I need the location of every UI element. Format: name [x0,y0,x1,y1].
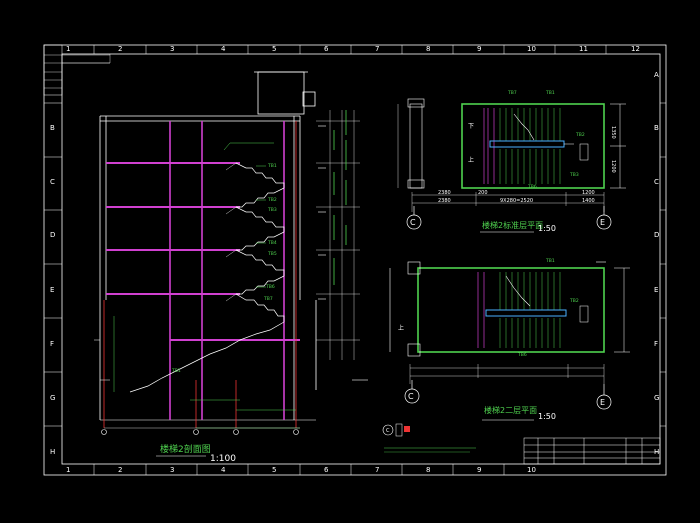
dim-label: 2380 [438,198,451,204]
row-label: F [50,340,54,348]
axis-bubble-label: E [600,398,605,407]
flight-tag: TB7 [263,296,273,302]
sheet-frame [43,44,667,476]
col-label: 8 [426,45,430,53]
row-label: E [50,286,54,294]
dim-label: 9X280=2520 [500,198,533,204]
dim-side: 1350 [610,126,616,139]
title-block [523,437,661,465]
row-label: H [50,448,55,456]
dim-label: 1400 [582,198,595,204]
col-label: 10 [527,45,536,53]
axis-bubble-label: E [600,218,605,227]
dim-label: 200 [478,190,488,196]
col-label: 11 [579,45,588,53]
plan-bottom-title: 楼梯2二层平面 [484,405,537,415]
row-label: C [654,178,659,186]
stair-plan-standard-floor: TB7 TB1 TB6 TB2 TB3 下 上 1350 1200 2380 2… [397,90,626,233]
row-label: D [654,231,659,239]
col-label: 1 [66,45,70,53]
plan-top-title: 楼梯2标准层平面 [482,220,543,230]
row-label: G [50,394,55,402]
plan-tag: TB6 [527,184,537,190]
plan-tag: TB7 [507,90,517,96]
stair-plan-second-floor: TB1 TB6 TB2 上 C E 楼梯2二层平面 1:50 [389,258,630,421]
row-label: A [654,71,659,79]
flight-tag: TB3 [267,207,277,213]
row-label: F [654,340,658,348]
dim-label: 1200 [582,190,595,196]
axis-bubble-label: C [410,218,416,227]
row-label: B [654,124,659,132]
col-label: 5 [272,466,276,474]
dim-side: 1200 [610,160,616,173]
plan-tag: TB1 [545,258,555,264]
dim-label: 2380 [438,190,451,196]
down-label: 下 [468,123,474,130]
col-label: 7 [375,45,379,53]
col-label: 12 [631,45,640,53]
col-label: 2 [118,45,122,53]
row-labels: B C D E F G H A B C D E F G H [50,71,659,456]
stair-section-drawing: TB1 TB2 TB3 TB4 TB5 TB6 TB7 TB1 [94,71,368,464]
col-label: 9 [477,45,481,53]
row-label: B [50,124,55,132]
flight-tag: TB1 [267,163,277,169]
row-label: D [50,231,55,239]
plan-tag: TB1 [545,90,555,96]
legend-notes: C [382,423,476,453]
col-label: 7 [375,466,379,474]
row-label: E [654,286,658,294]
column-ticks [93,45,607,475]
col-label: 9 [477,466,481,474]
column-labels-top: 1 2 3 4 5 6 7 8 9 10 11 12 [66,45,640,53]
section-scale: 1:100 [210,454,236,464]
flight-tag: TB4 [267,240,277,246]
col-label: 1 [66,466,70,474]
row-ticks [44,102,666,427]
section-title: 楼梯2剖面图 [160,443,211,455]
plan-bottom-scale: 1:50 [538,412,556,421]
flight-tag: TB6 [265,284,275,290]
plan-tag: TB6 [517,352,527,358]
flight-tag: TB5 [267,251,277,257]
flight-tag: TB2 [267,197,277,203]
row-label: C [50,178,55,186]
col-label: 4 [221,466,226,474]
row-label: G [654,394,659,402]
flight-tag: TB1 [171,368,181,374]
col-label: 2 [118,466,122,474]
col-label: 8 [426,466,430,474]
axis-bubble-label: C [408,392,414,401]
up-label: 上 [398,324,404,332]
col-label: 4 [221,45,226,53]
col-label: 5 [272,45,276,53]
col-label: 6 [324,45,329,53]
plan-tag: TB3 [569,172,579,178]
up-label: 上 [468,156,474,164]
section-flight-tags: TB1 TB2 TB3 TB4 TB5 TB6 TB7 TB1 [171,163,277,374]
plan-top-scale: 1:50 [538,224,556,233]
col-label: 10 [527,466,536,474]
col-label: 3 [170,466,174,474]
col-label: 6 [324,466,329,474]
plan-tag: TB2 [575,132,585,138]
legend-axis-mark: C [386,428,390,434]
col-label: 3 [170,45,174,53]
column-labels-bottom: 1 2 3 4 5 6 7 8 9 10 [66,466,536,474]
plan-tag: TB2 [569,298,579,304]
